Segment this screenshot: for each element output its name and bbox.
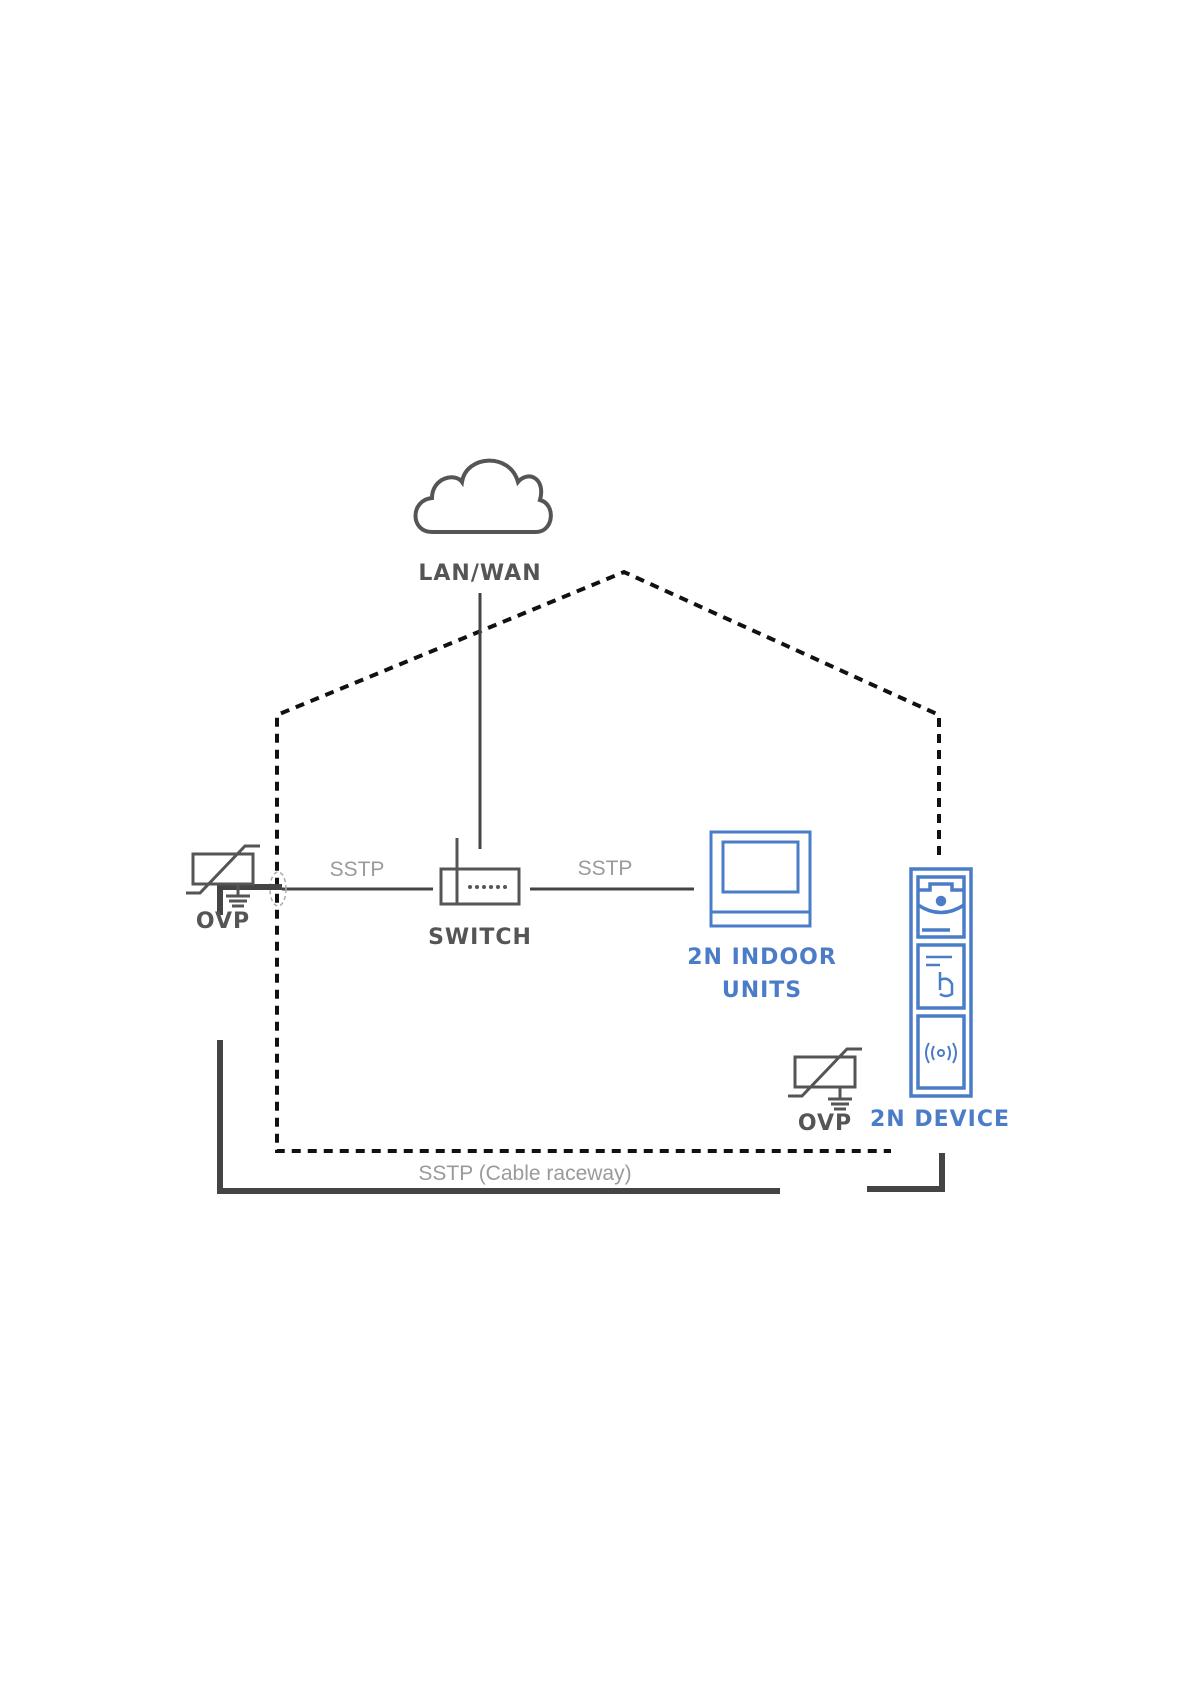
ovp-right-icon	[788, 1047, 862, 1111]
wall-entry-icon	[269, 871, 287, 907]
ovp-left-label: OVP	[196, 909, 250, 934]
ovp-right-label: OVP	[798, 1111, 852, 1136]
ovp-left-icon	[186, 844, 260, 908]
sstp-label-left: SSTP	[330, 858, 385, 881]
switch-icon	[439, 838, 521, 906]
building-outline	[275, 569, 941, 1153]
cloud-label: LAN/WAN	[418, 561, 541, 586]
indoor-units-label-line2: UNITS	[722, 978, 802, 1003]
raceway-cable	[217, 884, 282, 915]
cloud-icon	[413, 458, 553, 534]
raceway-cable-right	[867, 1153, 945, 1192]
sstp-label-right: SSTP	[578, 857, 633, 880]
switch-label: SWITCH	[428, 925, 532, 950]
sstp-raceway-label: SSTP (Cable raceway)	[418, 1162, 631, 1185]
indoor-unit-icon	[709, 830, 812, 928]
indoor-units-label-line1: 2N INDOOR	[687, 945, 837, 970]
device-label: 2N DEVICE	[870, 1107, 1010, 1132]
intercom-device-icon	[909, 867, 973, 1098]
raceway-cable-bottom	[217, 1040, 780, 1194]
